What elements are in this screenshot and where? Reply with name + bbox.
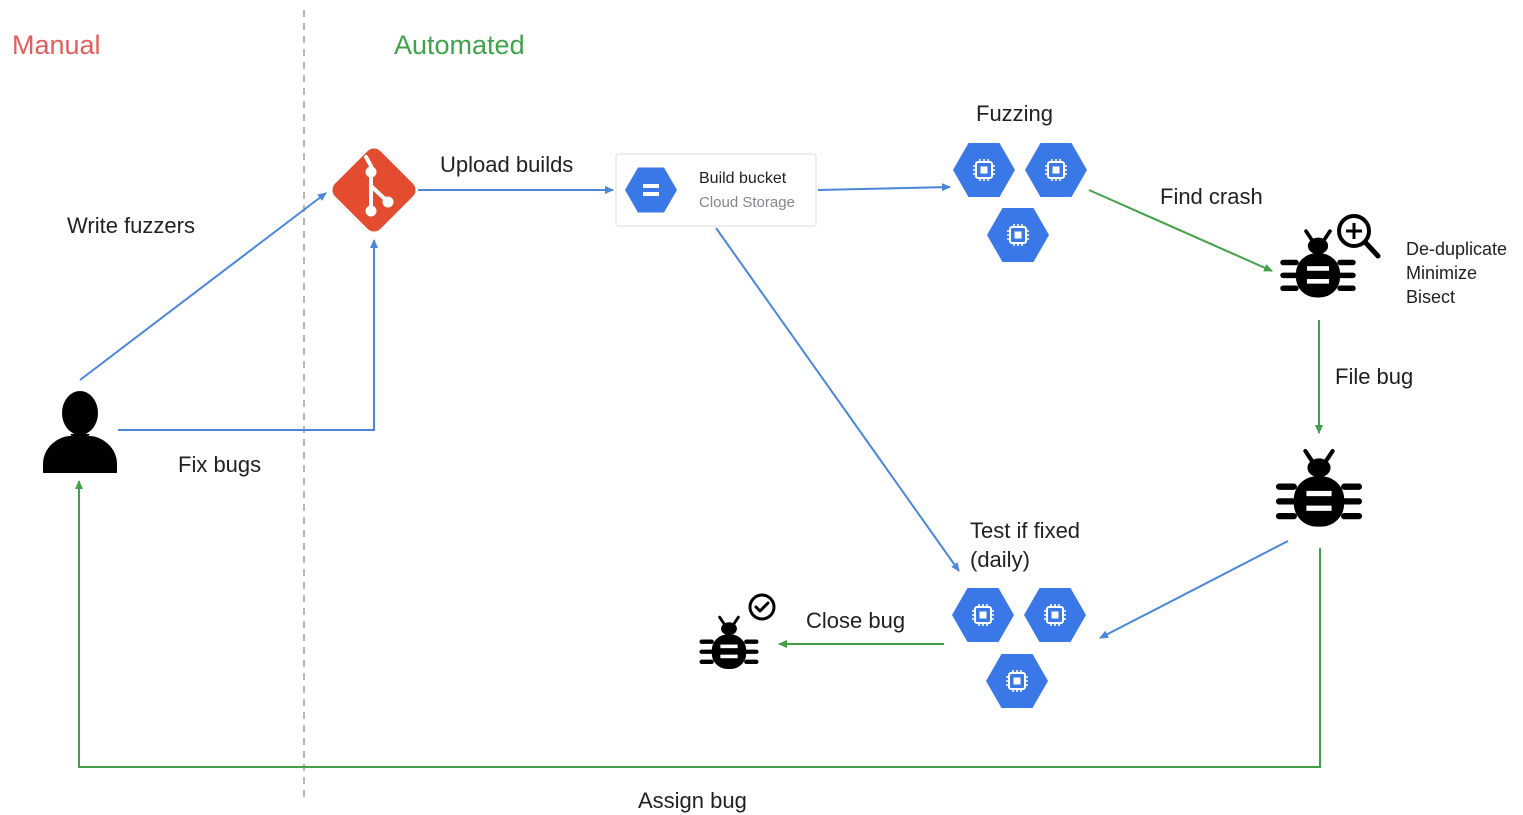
bug-check-icon xyxy=(702,593,776,669)
compute-engine-hex-icon xyxy=(952,588,1014,642)
fix-bugs-label: Fix bugs xyxy=(178,452,261,477)
build-bucket-title: Build bucket xyxy=(699,170,787,187)
build-bucket-card: Build bucket Cloud Storage xyxy=(615,153,817,227)
triage-step-minimize: Minimize xyxy=(1406,263,1477,283)
file-bug-label: File bug xyxy=(1335,364,1413,389)
edge-fix-bugs xyxy=(118,239,378,431)
edge-write-fuzzers xyxy=(79,192,327,381)
build-bucket-subtitle: Cloud Storage xyxy=(699,194,795,211)
compute-engine-hex-icon xyxy=(1024,588,1086,642)
edge-bucket-to-test xyxy=(715,227,960,572)
cloud-storage-icon xyxy=(625,167,677,213)
triage-steps: De-duplicate Minimize Bisect xyxy=(1406,239,1507,307)
fuzzing-label: Fuzzing xyxy=(976,101,1053,126)
test-if-fixed-sublabel: (daily) xyxy=(970,547,1030,572)
find-crash-label: Find crash xyxy=(1160,184,1263,209)
edge-assign-bug xyxy=(75,480,1321,768)
write-fuzzers-label: Write fuzzers xyxy=(67,213,195,238)
edge-find-crash xyxy=(1088,189,1273,272)
bug-search-icon xyxy=(1283,214,1381,297)
compute-engine-hex-icon xyxy=(986,654,1048,708)
git-logo-icon xyxy=(332,148,416,232)
compute-engine-hex-icon xyxy=(987,208,1049,262)
upload-builds-label: Upload builds xyxy=(440,152,573,177)
assign-bug-label: Assign bug xyxy=(638,788,747,813)
fuzzing-cluster xyxy=(953,143,1087,262)
automated-section-title: Automated xyxy=(394,30,525,60)
person-icon xyxy=(43,391,117,473)
close-bug-label: Close bug xyxy=(806,608,905,633)
edge-bucket-to-fuzzing xyxy=(817,183,951,192)
manual-section-title: Manual xyxy=(12,30,101,60)
test-if-fixed-cluster xyxy=(952,588,1086,708)
test-if-fixed-label: Test if fixed xyxy=(970,518,1080,543)
triage-step-bisect: Bisect xyxy=(1406,287,1455,307)
compute-engine-hex-icon xyxy=(953,143,1015,197)
edge-bug-to-test xyxy=(1099,540,1289,639)
bug-icon xyxy=(1279,451,1359,527)
triage-step-dedup: De-duplicate xyxy=(1406,239,1507,259)
compute-engine-hex-icon xyxy=(1025,143,1087,197)
